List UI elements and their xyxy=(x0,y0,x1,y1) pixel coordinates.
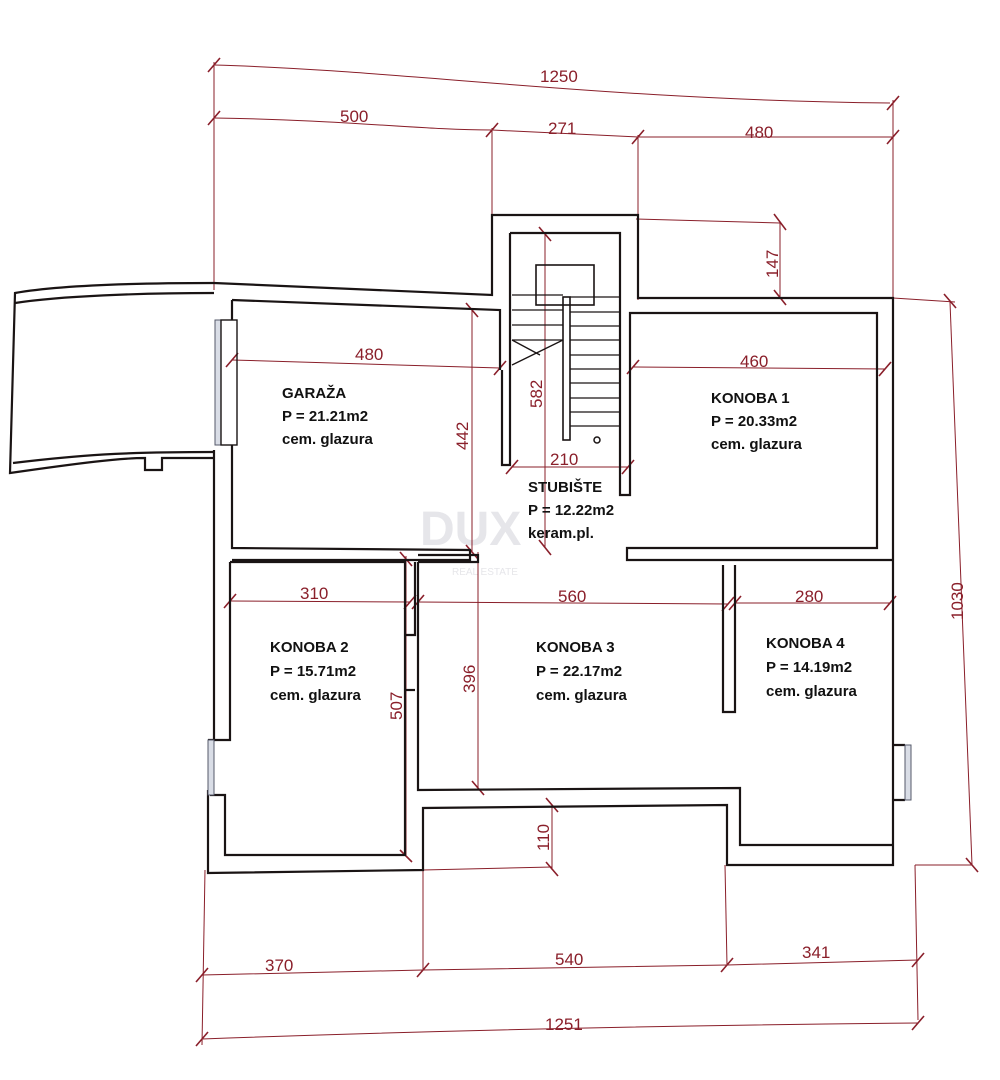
dim-bottom-recess: 110 xyxy=(534,824,553,851)
dim-stair-length: 582 xyxy=(527,380,546,408)
openings xyxy=(207,319,912,801)
dim-top-left: 500 xyxy=(340,107,368,126)
room-name: KONOBA 4 xyxy=(766,635,845,652)
dim-top-right: 480 xyxy=(745,123,773,142)
dim-konoba2-depth: 507 xyxy=(387,692,406,720)
dim-top-middle: 271 xyxy=(548,119,576,138)
dim-konoba2-width: 310 xyxy=(300,584,328,603)
room-floor: cem. glazura xyxy=(270,687,362,704)
room-floor: cem. glazura xyxy=(766,683,858,700)
room-floor: cem. glazura xyxy=(711,436,803,453)
room-konoba-4: KONOBA 4 P = 14.19m2 cem. glazura xyxy=(766,635,858,700)
room-area: P = 20.33m2 xyxy=(711,413,797,430)
watermark-logo: DUX xyxy=(420,503,521,556)
watermark: DUX REAL ESTATE xyxy=(420,503,521,578)
staircase-icon xyxy=(511,264,620,444)
dim-bottom-right: 341 xyxy=(802,943,830,962)
dim-right-total: 1030 xyxy=(948,582,967,620)
dim-garage-width: 480 xyxy=(355,345,383,364)
room-floor: keram.pl. xyxy=(528,525,594,542)
dim-bottom-middle: 540 xyxy=(555,950,583,969)
room-garage: GARAŽA P = 21.21m2 cem. glazura xyxy=(282,384,374,448)
garage-door-icon xyxy=(214,319,222,446)
room-name: KONOBA 2 xyxy=(270,639,349,656)
room-name: KONOBA 3 xyxy=(536,639,615,656)
window-konoba4-icon xyxy=(904,744,912,801)
dim-garage-depth: 442 xyxy=(453,422,472,450)
dim-bottom-total: 1251 xyxy=(545,1015,583,1034)
room-area: P = 22.17m2 xyxy=(536,663,622,680)
dim-konoba3-depth: 396 xyxy=(460,665,479,693)
room-stairwell: STUBIŠTE P = 12.22m2 keram.pl. xyxy=(528,478,614,542)
room-konoba-2: KONOBA 2 P = 15.71m2 cem. glazura xyxy=(270,639,362,704)
watermark-subtitle: REAL ESTATE xyxy=(452,567,518,578)
dim-stair-width: 210 xyxy=(550,450,578,469)
dim-konoba3-width: 560 xyxy=(558,587,586,606)
room-konoba-3: KONOBA 3 P = 22.17m2 cem. glazura xyxy=(536,639,628,704)
dim-stair-offset: 147 xyxy=(763,250,782,278)
room-floor: cem. glazura xyxy=(536,687,628,704)
room-area: P = 21.21m2 xyxy=(282,408,368,425)
room-area: P = 15.71m2 xyxy=(270,663,356,680)
dim-konoba4-width: 280 xyxy=(795,587,823,606)
dim-konoba1-width: 460 xyxy=(740,352,768,371)
dim-top-total: 1250 xyxy=(540,67,578,86)
room-name: GARAŽA xyxy=(282,384,346,402)
dimension-labels: 1250 500 271 480 147 1030 480 442 582 21… xyxy=(265,67,967,1034)
room-floor: cem. glazura xyxy=(282,431,374,448)
room-area: P = 14.19m2 xyxy=(766,659,852,676)
dimension-lines xyxy=(195,57,979,1047)
dim-bottom-left: 370 xyxy=(265,956,293,975)
room-area: P = 12.22m2 xyxy=(528,502,614,519)
walls xyxy=(8,213,905,875)
room-name: KONOBA 1 xyxy=(711,390,790,407)
room-konoba-1: KONOBA 1 P = 20.33m2 cem. glazura xyxy=(711,390,803,453)
room-name: STUBIŠTE xyxy=(528,478,602,496)
window-konoba2-icon xyxy=(207,739,215,796)
